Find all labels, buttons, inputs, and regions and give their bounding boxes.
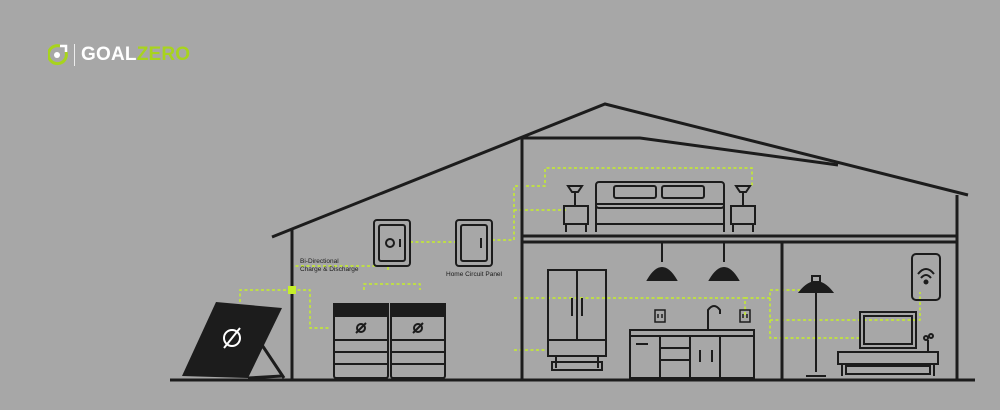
home-circuit-panel-label: Home Circuit Panel	[446, 271, 502, 278]
tv-icon	[837, 311, 939, 376]
lamp-icon	[563, 185, 589, 232]
battery-icon	[333, 303, 446, 379]
pendant-light-icon	[646, 242, 740, 281]
brand-name: GOALZERO	[81, 44, 190, 66]
outlet-icon	[654, 309, 751, 323]
brand-name-part2: ZERO	[136, 44, 191, 65]
kitchen-counter-icon	[629, 305, 755, 379]
refrigerator-icon	[547, 269, 607, 371]
goal-zero-logo-icon	[48, 44, 68, 66]
transfer-switch-icon	[373, 219, 411, 267]
solar-panel-icon	[182, 302, 286, 380]
wifi-router-icon	[911, 253, 941, 301]
bed-icon	[595, 181, 725, 232]
floor-lamp-icon	[797, 275, 835, 377]
bidirectional-label-line1: Bi-Directional	[300, 258, 339, 265]
lamp-icon	[730, 185, 756, 232]
circuit-panel-icon	[455, 219, 493, 267]
junction-node	[288, 286, 296, 294]
bidirectional-label-line2: Charge & Discharge	[300, 266, 359, 273]
brand-name-part1: GOAL	[81, 44, 137, 65]
house-outline	[170, 102, 975, 382]
goal-zero-logo: GOALZERO	[48, 44, 190, 66]
bidirectional-label: Bi-Directional Charge & Discharge	[300, 258, 359, 274]
logo-divider	[74, 44, 75, 66]
